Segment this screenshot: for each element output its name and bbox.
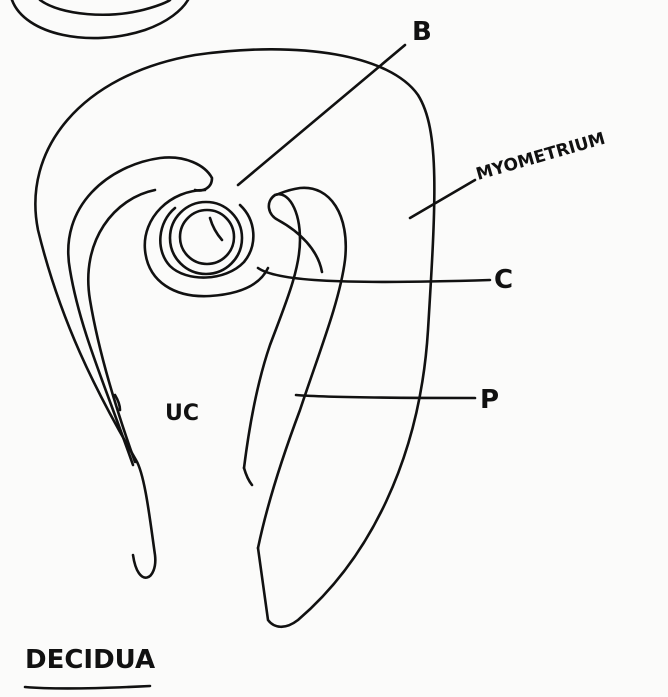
label-c: C: [494, 265, 513, 295]
decidua-capsularis-outer: [145, 190, 268, 296]
pointer-p: [296, 395, 475, 398]
diagram-title: DECIDUA: [25, 645, 155, 675]
embryo-inner-detail: [210, 218, 222, 240]
decidua-capsularis-middle: [160, 205, 253, 278]
label-p: P: [480, 385, 499, 415]
top-partial-circle: [12, 0, 188, 38]
title-underline: [25, 686, 150, 689]
pointer-myometrium: [410, 180, 475, 218]
decidua-right-base: [244, 468, 252, 485]
decidua-right-inner: [244, 194, 322, 468]
label-b: B: [412, 17, 432, 47]
decidua-inner-second: [88, 190, 155, 462]
decidua-right-outer: [258, 188, 346, 548]
pointer-b: [238, 45, 405, 185]
uterus-outer-wall: [35, 49, 434, 626]
label-myometrium: MYOMETRIUM: [474, 129, 608, 185]
embryo-inner-ring: [180, 210, 234, 264]
label-uc: UC: [165, 401, 199, 426]
